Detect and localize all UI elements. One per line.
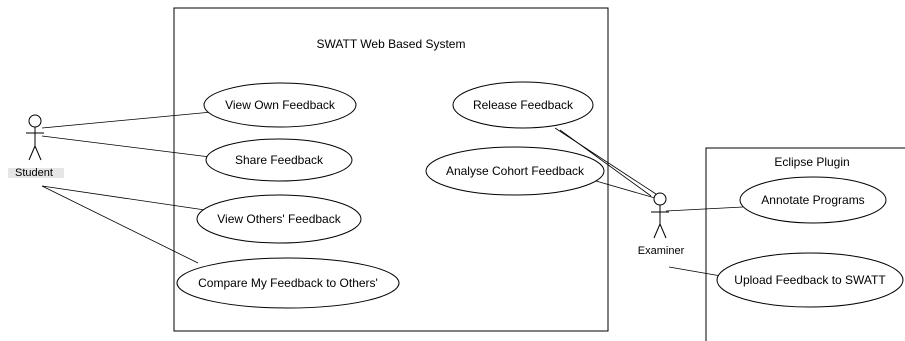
system-boundary-eclipse <box>705 147 905 341</box>
use-case-view-own-feedback[interactable]: View Own Feedback <box>203 82 357 128</box>
association-examiner-upload <box>668 266 722 277</box>
actor-label-examiner: Examiner <box>638 245 685 257</box>
use-case-label: Compare My Feedback to Others' <box>198 276 378 290</box>
use-case-label: Analyse Cohort Feedback <box>446 164 585 178</box>
use-case-label: Share Feedback <box>235 153 324 167</box>
system-boundary-web <box>173 7 609 332</box>
association-examiner-analyse <box>595 180 656 199</box>
use-case-label: Release Feedback <box>473 98 574 112</box>
use-case-label: View Own Feedback <box>225 98 336 112</box>
use-case-release-feedback[interactable]: Release Feedback <box>452 81 594 129</box>
use-case-view-others-feedback[interactable]: View Others' Feedback <box>196 194 362 244</box>
system-title-eclipse: Eclipse Plugin <box>774 155 849 169</box>
use-case-label: Annotate Programs <box>761 193 864 207</box>
association-examiner-release-b <box>559 129 652 197</box>
association-student-view-own <box>41 111 213 129</box>
actor-head-icon <box>28 114 42 128</box>
system-title-web: SWATT Web Based System <box>317 37 466 51</box>
association-student-compare <box>41 185 199 264</box>
use-case-share-feedback[interactable]: Share Feedback <box>205 138 353 182</box>
actor-label-shadow <box>8 168 64 178</box>
actor-examiner[interactable] <box>651 192 669 239</box>
use-case-annotate-programs[interactable]: Annotate Programs <box>739 176 887 224</box>
association-lines <box>41 111 744 277</box>
use-case-label: View Others' Feedback <box>217 212 341 226</box>
actor-head-icon <box>653 192 667 206</box>
use-case-label: Upload Feedback to SWATT <box>734 273 886 287</box>
association-examiner-annotate <box>665 206 744 212</box>
use-case-upload-feedback[interactable]: Upload Feedback to SWATT <box>716 252 904 308</box>
association-student-share <box>41 135 211 158</box>
association-student-view-others <box>41 185 206 211</box>
actor-student[interactable] <box>26 114 44 161</box>
use-case-compare-feedback[interactable]: Compare My Feedback to Others' <box>176 257 400 309</box>
use-case-analyse-cohort-feedback[interactable]: Analyse Cohort Feedback <box>425 146 605 196</box>
actor-label-student: Student <box>15 167 53 179</box>
